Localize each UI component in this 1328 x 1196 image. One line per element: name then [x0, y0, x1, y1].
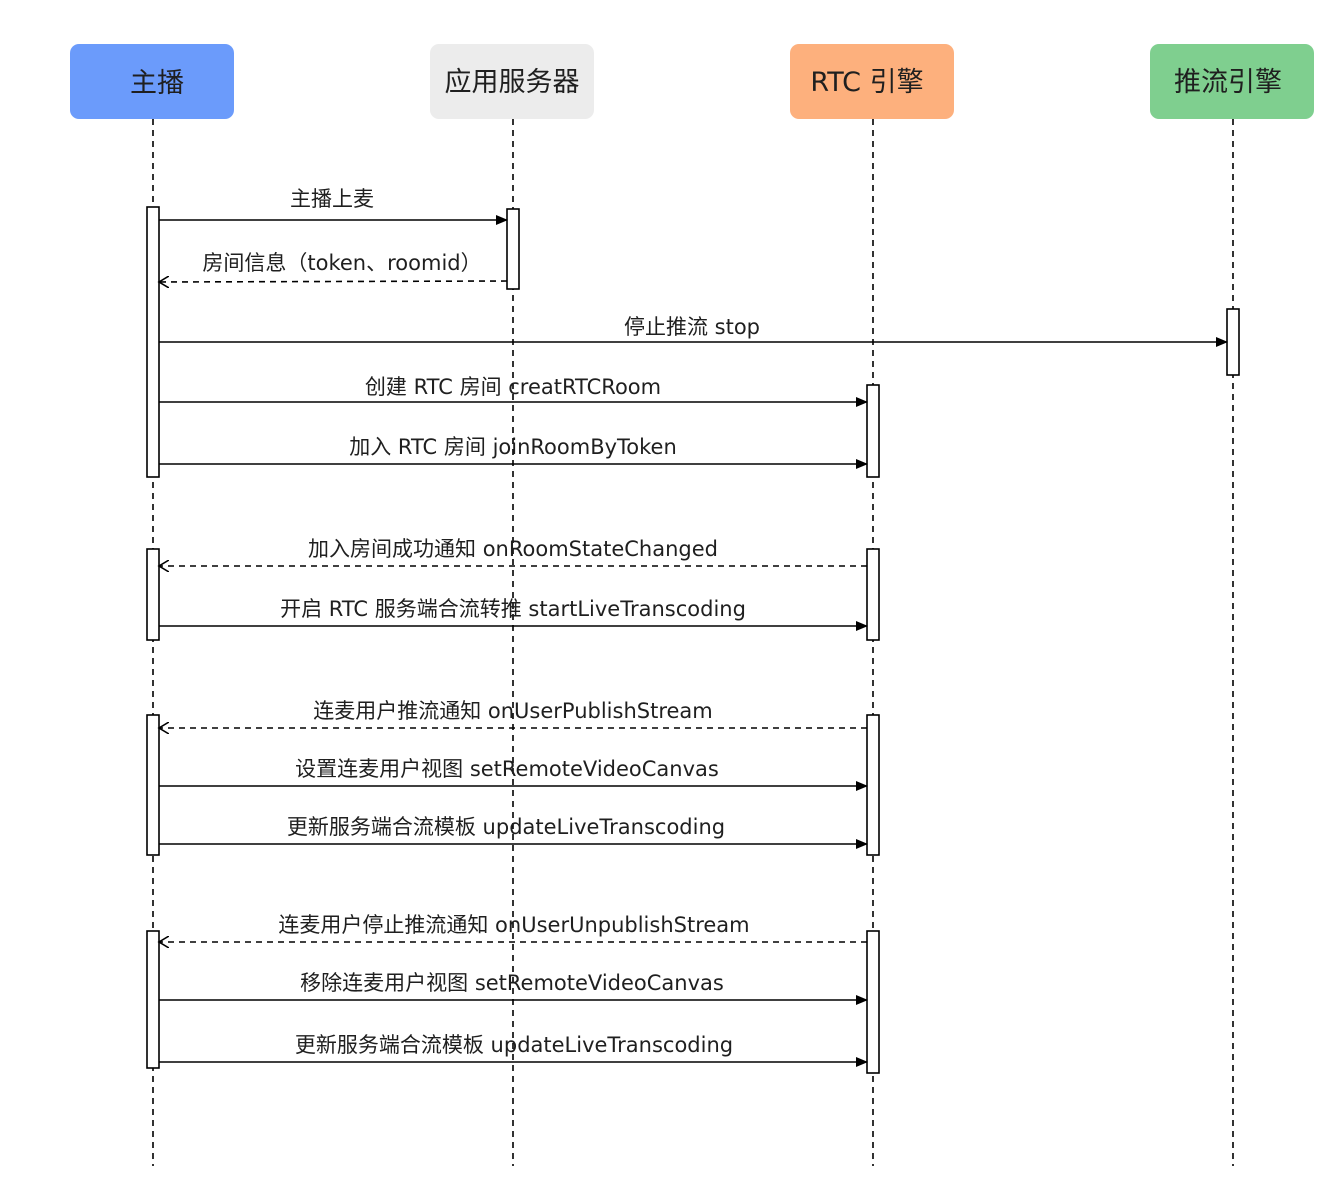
message-label: 设置连麦用户视图 setRemoteVideoCanvas	[295, 757, 719, 781]
participant-push: 推流引擎	[1150, 44, 1314, 119]
message: 设置连麦用户视图 setRemoteVideoCanvas	[159, 757, 868, 791]
message: 创建 RTC 房间 creatRTCRoom	[159, 375, 868, 407]
participant-host-box	[70, 44, 234, 119]
message: 加入房间成功通知 onRoomStateChanged	[159, 537, 867, 566]
participant-rtc-label: RTC 引擎	[810, 67, 923, 98]
message-label: 更新服务端合流模板 updateLiveTranscoding	[287, 815, 725, 839]
message: 开启 RTC 服务端合流转推 startLiveTranscoding	[159, 597, 868, 631]
messages: 主播上麦 房间信息（token、roomid） 停止推流 stop 创建 RTC…	[159, 187, 1228, 1067]
activation-bar-server	[506, 208, 520, 290]
activation-bar-rtc	[866, 548, 880, 641]
participant-push-label: 推流引擎	[1174, 67, 1282, 98]
message-label: 主播上麦	[290, 187, 374, 211]
message-label: 连麦用户推流通知 onUserPublishStream	[313, 699, 713, 723]
message: 加入 RTC 房间 joinRoomByToken	[159, 435, 868, 469]
message: 更新服务端合流模板 updateLiveTranscoding	[159, 1033, 868, 1067]
participant-server-label: 应用服务器	[445, 67, 580, 98]
participant-host-label: 主播	[130, 68, 184, 99]
message-label: 创建 RTC 房间 creatRTCRoom	[365, 375, 661, 399]
message-label: 停止推流 stop	[624, 315, 760, 339]
activation-bar-host	[146, 548, 160, 641]
message-label: 房间信息（token、roomid）	[202, 251, 481, 275]
message: 连麦用户停止推流通知 onUserUnpublishStream	[159, 913, 867, 942]
message: 更新服务端合流模板 updateLiveTranscoding	[159, 815, 868, 849]
message-label: 连麦用户停止推流通知 onUserUnpublishStream	[278, 913, 749, 937]
lifelines	[152, 119, 1234, 1166]
participant-server-box	[430, 44, 594, 119]
message-label: 更新服务端合流模板 updateLiveTranscoding	[295, 1033, 733, 1057]
participants: 主播 应用服务器 RTC 引擎 推流引擎	[70, 44, 1314, 119]
activation-bar-push	[1226, 308, 1240, 376]
participant-server: 应用服务器	[430, 44, 594, 119]
activation-bar-rtc	[866, 930, 880, 1074]
activation-bar-rtc	[866, 384, 880, 478]
participant-rtc: RTC 引擎	[790, 44, 954, 119]
message-label: 开启 RTC 服务端合流转推 startLiveTranscoding	[280, 597, 746, 621]
participant-push-box	[1150, 44, 1314, 119]
activation-bar-host	[146, 714, 160, 856]
message-label: 加入 RTC 房间 joinRoomByToken	[349, 435, 677, 459]
activation-bar-host	[146, 930, 160, 1069]
message-label: 移除连麦用户视图 setRemoteVideoCanvas	[300, 971, 724, 995]
message-arrow	[159, 281, 508, 282]
message: 停止推流 stop	[159, 315, 1228, 347]
participant-rtc-box	[790, 44, 954, 119]
activation-bars	[146, 206, 1240, 1074]
message: 连麦用户推流通知 onUserPublishStream	[159, 699, 867, 728]
activation-bar-host	[146, 206, 160, 478]
activation-bar-rtc	[866, 714, 880, 856]
message-label: 加入房间成功通知 onRoomStateChanged	[308, 537, 718, 561]
message: 房间信息（token、roomid）	[159, 251, 508, 282]
message: 移除连麦用户视图 setRemoteVideoCanvas	[159, 971, 868, 1005]
message: 主播上麦	[159, 187, 508, 225]
participant-host: 主播	[70, 44, 234, 119]
